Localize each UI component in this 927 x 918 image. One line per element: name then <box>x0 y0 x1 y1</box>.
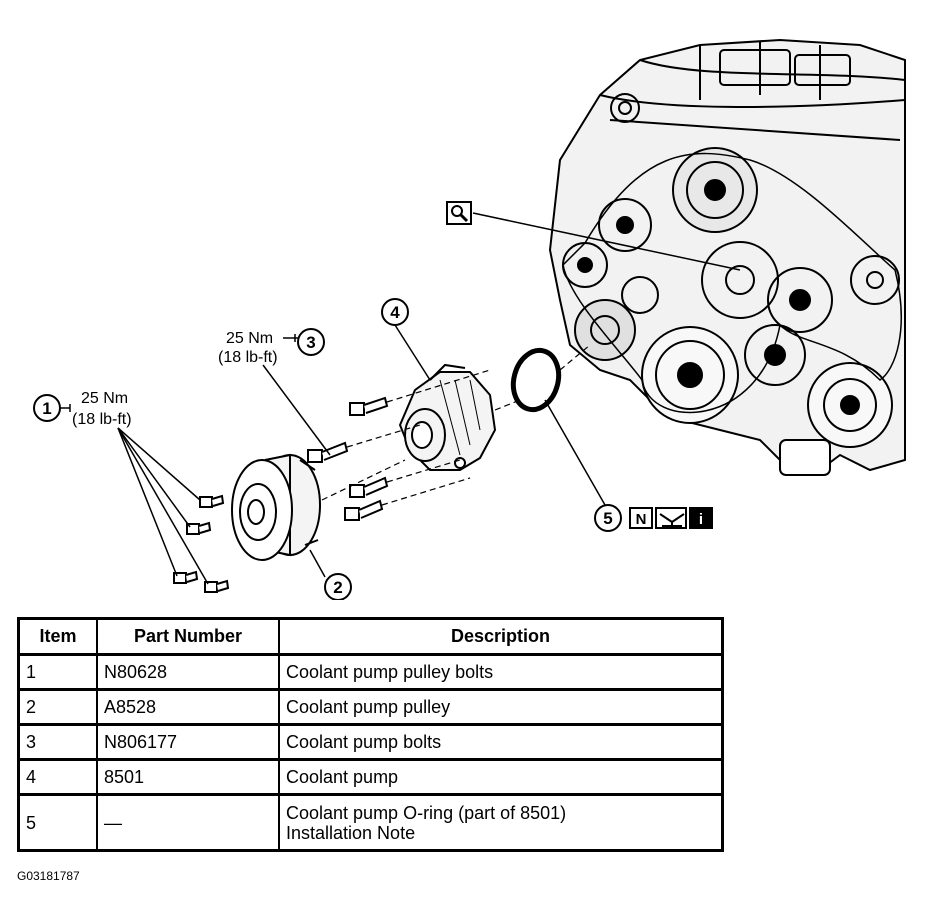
callout-1: 1 25 Nm (18 lb-ft) <box>33 390 132 428</box>
cell-part-number: N80628 <box>96 653 280 691</box>
callout-3-number: 3 <box>306 333 315 352</box>
table-header-row: Item Part Number Description <box>17 617 724 656</box>
engine-illustration <box>548 38 906 476</box>
callout-1-number: 1 <box>42 399 51 418</box>
cell-part-number: 8501 <box>96 758 280 796</box>
new-part-icon-label: N <box>636 511 647 528</box>
cell-description: Coolant pump bolts <box>278 723 724 761</box>
callout-4: 4 <box>381 298 409 326</box>
description-line-2: Installation Note <box>286 822 416 843</box>
o-ring <box>510 347 562 413</box>
cell-description: Coolant pump pulley bolts <box>278 653 724 691</box>
cell-description: Coolant pump <box>278 758 724 796</box>
pump-bolt <box>349 476 389 498</box>
callout-5-number: 5 <box>603 509 612 528</box>
figure-code: G03181787 <box>17 869 80 883</box>
pulley-bolt <box>173 570 199 584</box>
cell-part-number: N806177 <box>96 723 280 761</box>
lubricate-icon <box>655 507 687 529</box>
coolant-pump-pulley <box>231 453 321 561</box>
table-row: 3 N806177 Coolant pump bolts <box>17 723 724 761</box>
pump-bolt <box>349 396 389 416</box>
pump-bolt <box>344 499 384 521</box>
pump-bolt <box>307 441 349 463</box>
leader-lines <box>117 212 741 585</box>
callout-3: 25 Nm (18 lb-ft) 3 <box>218 328 325 366</box>
bolts <box>173 396 389 593</box>
header-description: Description <box>278 617 724 656</box>
header-item: Item <box>17 617 98 656</box>
table-row: 5 — Coolant pump O-ring (part of 8501) I… <box>17 793 724 852</box>
cell-item: 5 <box>17 793 98 852</box>
table-row: 1 N80628 Coolant pump pulley bolts <box>17 653 724 691</box>
pulley-bolt <box>199 494 225 508</box>
info-icon-label: i <box>699 511 703 528</box>
cell-description: Coolant pump O-ring (part of 8501) Insta… <box>278 793 724 852</box>
pulley-bolt <box>204 579 230 593</box>
callout-1-torque-lbft: (18 lb-ft) <box>72 411 132 428</box>
callout-5: 5 N i <box>594 504 713 532</box>
cell-item: 1 <box>17 653 98 691</box>
cell-description: Coolant pump pulley <box>278 688 724 726</box>
cell-item: 3 <box>17 723 98 761</box>
callout-3-torque-nm: 25 Nm <box>226 330 273 347</box>
callout-2-number: 2 <box>333 578 342 597</box>
new-part-icon: N <box>629 507 653 529</box>
callout-4-number: 4 <box>390 303 400 322</box>
callout-2: 2 <box>324 573 352 600</box>
exploded-view-diagram: 1 25 Nm (18 lb-ft) 2 25 Nm (18 lb-ft) 3 … <box>33 38 906 600</box>
callout-3-torque-lbft: (18 lb-ft) <box>218 349 278 366</box>
alignment-lines <box>321 344 591 506</box>
parts-table: Item Part Number Description 1 N80628 Co… <box>17 617 724 852</box>
cell-part-number: A8528 <box>96 688 280 726</box>
description-line-1: Coolant pump O-ring (part of 8501) <box>286 802 567 823</box>
info-icon: i <box>689 507 713 529</box>
magnifier-icon <box>446 201 472 225</box>
cell-item: 4 <box>17 758 98 796</box>
cell-part-number: — <box>96 793 280 852</box>
pulley-bolt <box>186 521 212 535</box>
cell-item: 2 <box>17 688 98 726</box>
coolant-pump <box>398 363 497 471</box>
table-row: 2 A8528 Coolant pump pulley <box>17 688 724 726</box>
callout-1-torque-nm: 25 Nm <box>81 390 128 407</box>
header-part-number: Part Number <box>96 617 280 656</box>
table-row: 4 8501 Coolant pump <box>17 758 724 796</box>
